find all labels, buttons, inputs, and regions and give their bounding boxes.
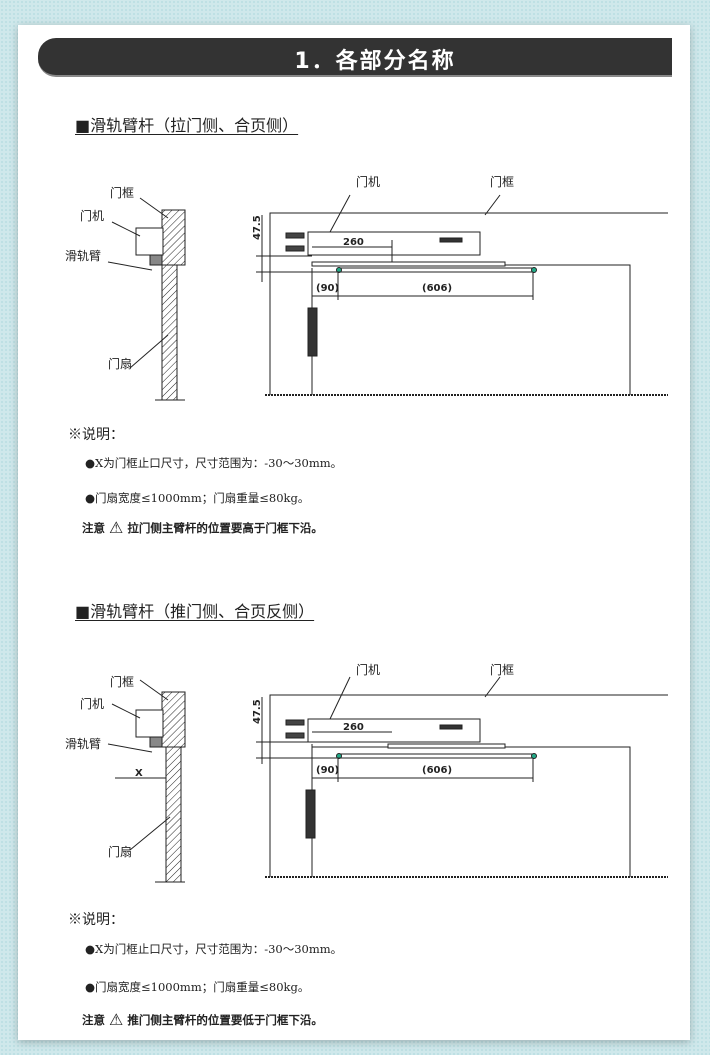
- warning-1: 注意 ⚠ 拉门侧主臂杆的位置要高于门框下沿。: [82, 518, 323, 537]
- hinge: [307, 307, 318, 357]
- warning-text: 推门侧主臂杆的位置要低于门框下沿。: [127, 1012, 323, 1027]
- warning-2: 注意 ⚠ 推门侧主臂杆的位置要低于门框下沿。: [82, 1010, 323, 1029]
- brand-mark: [439, 237, 463, 243]
- label-closer-right: 门机: [356, 662, 380, 677]
- side-view: [107, 197, 186, 401]
- document-page: [18, 25, 690, 1040]
- frame-block: [161, 209, 186, 266]
- warning-text: 拉门侧主臂杆的位置要高于门框下沿。: [127, 520, 323, 535]
- label-closer-right: 门机: [356, 174, 380, 189]
- dim-606: (606): [422, 765, 452, 776]
- note-title-1: ※说明：: [68, 427, 124, 443]
- label-door-left: 门扇: [108, 844, 132, 859]
- label-frame-right: 门框: [490, 174, 514, 189]
- warning-triangle-icon: ⚠: [109, 518, 124, 537]
- section-header: 1．各部分名称: [38, 38, 672, 77]
- front-view: [256, 194, 668, 396]
- note-bullet: ●X为门框止口尺寸，尺寸范围为：-30～30mm。: [85, 942, 343, 956]
- slide-track: [337, 267, 536, 273]
- front-view: [256, 676, 668, 878]
- diagram-1: 门框 门机 滑轨臂 门扇 门机 门框 260 47.5 (90) (606): [65, 174, 668, 401]
- dim-x: X: [135, 768, 143, 779]
- dim-47-5: 47.5: [252, 215, 263, 240]
- label-arm-left: 滑轨臂: [65, 737, 101, 751]
- arm-rail: [311, 261, 506, 267]
- dim-47-5: 47.5: [252, 699, 263, 724]
- section-title-2: ■滑轨臂杆（推门侧、合页反侧）: [75, 602, 315, 621]
- side-view: [107, 679, 186, 883]
- note-bullet: ●门扇宽度≤1000mm；门扇重量≤80kg。: [85, 491, 310, 505]
- header-title: 1．各部分名称: [294, 49, 456, 74]
- label-frame-left: 门框: [110, 185, 134, 200]
- warning-triangle-icon: ⚠: [109, 1010, 124, 1029]
- label-arm-left: 滑轨臂: [65, 249, 101, 263]
- label-frame-left: 门框: [110, 674, 134, 689]
- dim-90: (90): [316, 765, 339, 776]
- dim-606: (606): [422, 283, 452, 294]
- dim-90: (90): [316, 283, 339, 294]
- section-title-1: ■滑轨臂杆（拉门侧、合页侧）: [75, 116, 299, 135]
- closer-body: [307, 231, 481, 256]
- arm-shape: [149, 254, 163, 266]
- label-closer-left: 门机: [80, 208, 104, 223]
- closer-body: [135, 227, 164, 256]
- dim-260: 260: [343, 722, 364, 733]
- door-leaf: [161, 264, 178, 401]
- label-door-left: 门扇: [108, 356, 132, 371]
- label-frame-right: 门框: [490, 662, 514, 677]
- dim-260: 260: [343, 237, 364, 248]
- warning-prefix: 注意: [82, 520, 105, 535]
- note-title-2: ※说明：: [68, 912, 124, 928]
- note-bullet: ●X为门框止口尺寸，尺寸范围为：-30～30mm。: [85, 456, 343, 470]
- diagram-2: 门框 门机 滑轨臂 门扇 X 门机 门框 260 47.5 (90) (606): [65, 662, 668, 883]
- warning-prefix: 注意: [82, 1012, 105, 1027]
- label-closer-left: 门机: [80, 696, 104, 711]
- note-bullet: ●门扇宽度≤1000mm；门扇重量≤80kg。: [85, 980, 310, 994]
